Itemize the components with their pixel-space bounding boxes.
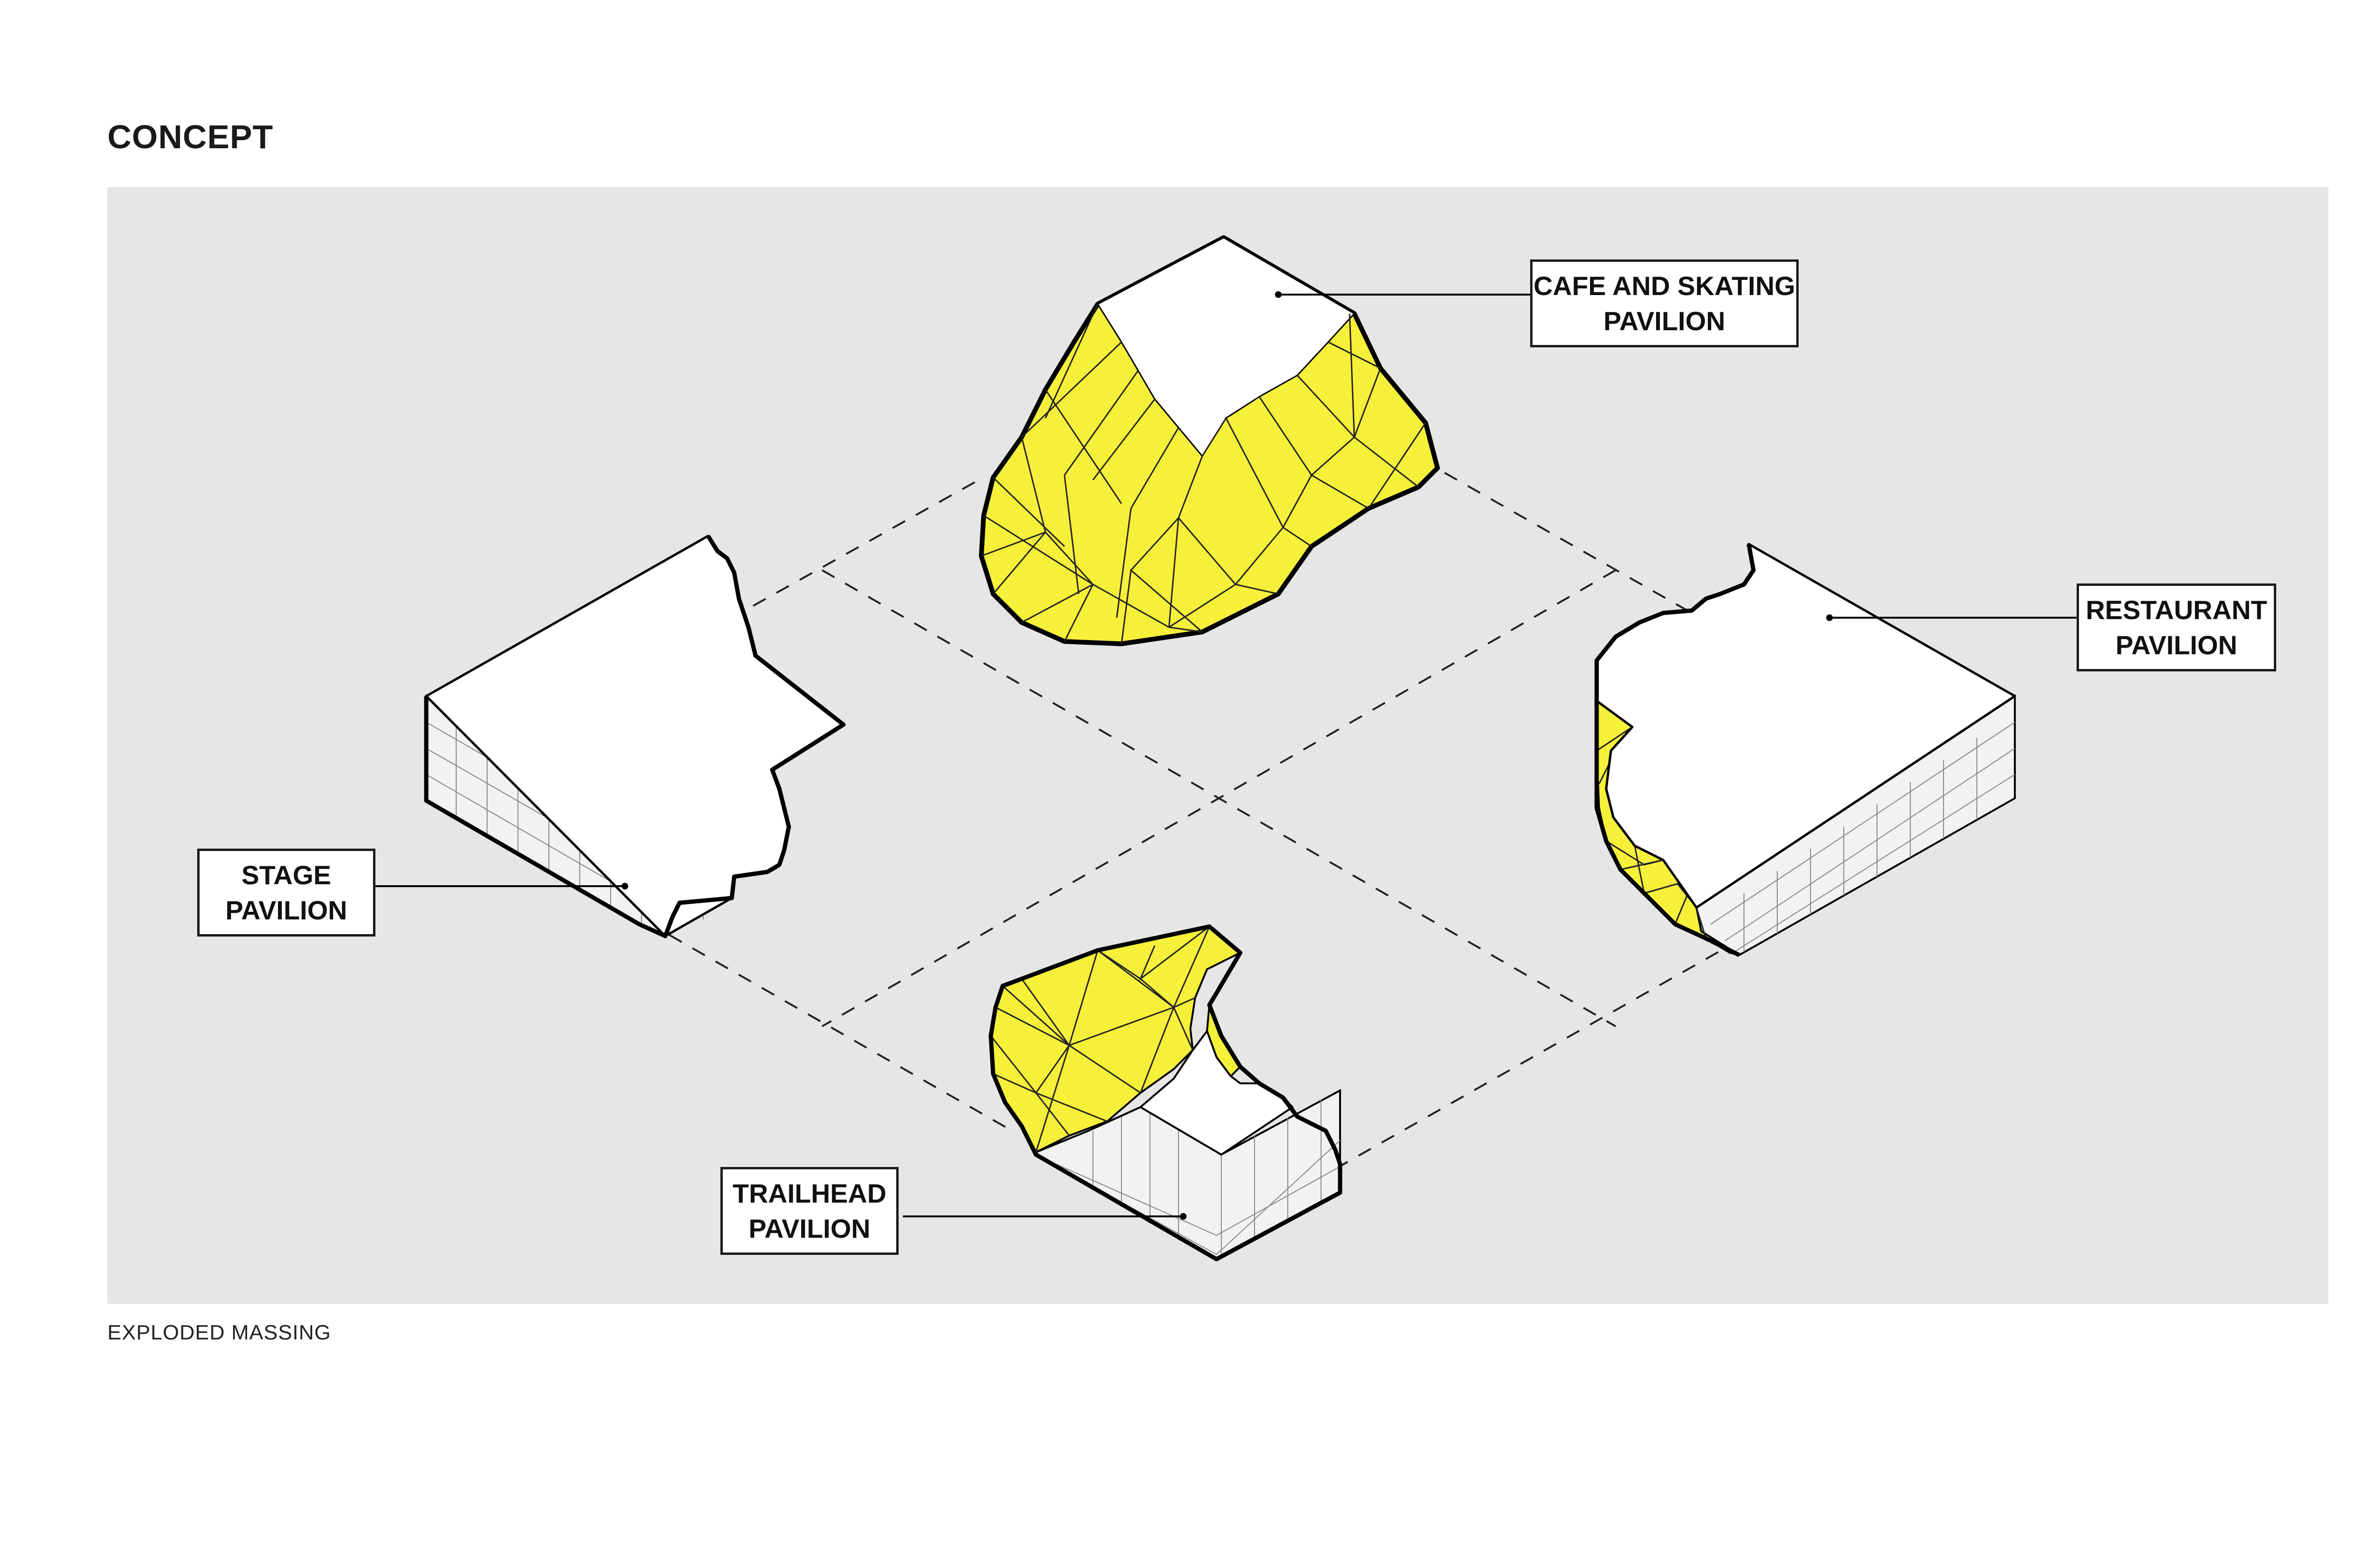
stage-pavilion-label: STAGE PAVILION <box>197 849 375 937</box>
restaurant-label-line2: PAVILION <box>2115 630 2238 660</box>
stage-label-line2: PAVILION <box>225 895 347 925</box>
trailhead-mesh-lines <box>990 926 1210 1153</box>
page-title: CONCEPT <box>107 118 274 155</box>
restaurant-label-line1: RESTAURANT <box>2086 594 2267 625</box>
trailhead-pavilion-label: TRAILHEAD PAVILION <box>720 1167 899 1255</box>
stage-pavilion-mass <box>375 535 846 938</box>
stage-outline-bold <box>424 535 846 938</box>
trailhead-label-line1: TRAILHEAD <box>732 1178 887 1208</box>
trailhead-face-grid <box>1045 1100 1341 1259</box>
cafe-label-line1: CAFE AND SKATING <box>1533 270 1795 301</box>
trailhead-outline-bold <box>988 924 1342 1262</box>
cafe-skating-pavilion-label: CAFE AND SKATING PAVILION <box>1530 259 1799 347</box>
restaurant-outline-bold <box>1594 544 1756 957</box>
cafe-skating-pavilion-mass <box>979 235 1530 646</box>
site-grid-dashed-lines <box>646 472 1730 1170</box>
cafe-label-line2: PAVILION <box>1603 306 1725 336</box>
trailhead-pavilion-mass <box>903 924 1342 1262</box>
restaurant-face-grid <box>1710 722 2015 952</box>
diagram-caption: EXPLODED MASSING <box>107 1321 331 1344</box>
cafe-mesh-lines <box>981 304 1427 644</box>
restaurant-pavilion-label: RESTAURANT PAVILION <box>2077 583 2276 671</box>
stage-white-roof <box>425 535 845 937</box>
restaurant-pavilion-mass <box>1594 543 2077 957</box>
stage-label-line1: STAGE <box>241 860 331 890</box>
trailhead-label-line2: PAVILION <box>748 1213 871 1243</box>
